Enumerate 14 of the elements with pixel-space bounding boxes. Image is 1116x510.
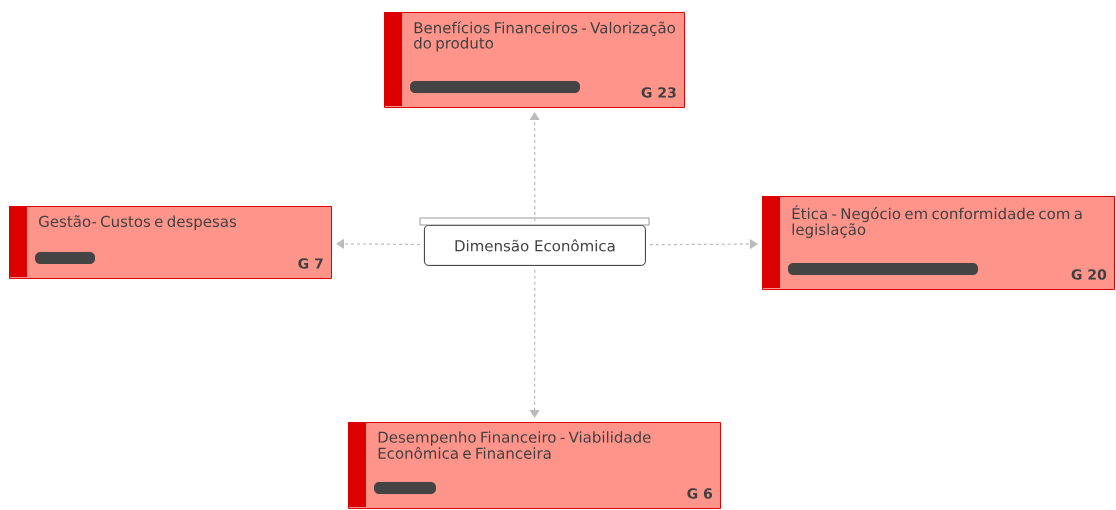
node-label: G 6 xyxy=(687,488,713,499)
topic-card: Desempenho Financeiro - Viabilidade Econômica e Financeira G 6 xyxy=(348,422,721,509)
node-label: Ética - Negócio em conformidade com a legislação xyxy=(792,205,1082,238)
node-label: G 7 xyxy=(298,258,323,269)
arrow xyxy=(529,112,540,222)
topic-card: Gestão- Custos e despesas G 7 xyxy=(9,206,332,279)
arrow xyxy=(529,269,540,418)
topic-card: Ética - Negócio em conformidade com a legislação G 20 xyxy=(762,196,1115,290)
node-label: G 20 xyxy=(1071,269,1107,280)
node-label: G 23 xyxy=(641,87,676,98)
node-label: Benefícios Financeiros - Valorização do produto xyxy=(414,21,675,52)
node-label: Gestão- Custos e despesas xyxy=(39,215,237,230)
node-label: Desempenho Financeiro - Viabilidade Econômica e Financeira xyxy=(378,431,651,459)
topic-card: Benefícios Financeiros - Valorização do produto G 23 xyxy=(384,12,685,108)
